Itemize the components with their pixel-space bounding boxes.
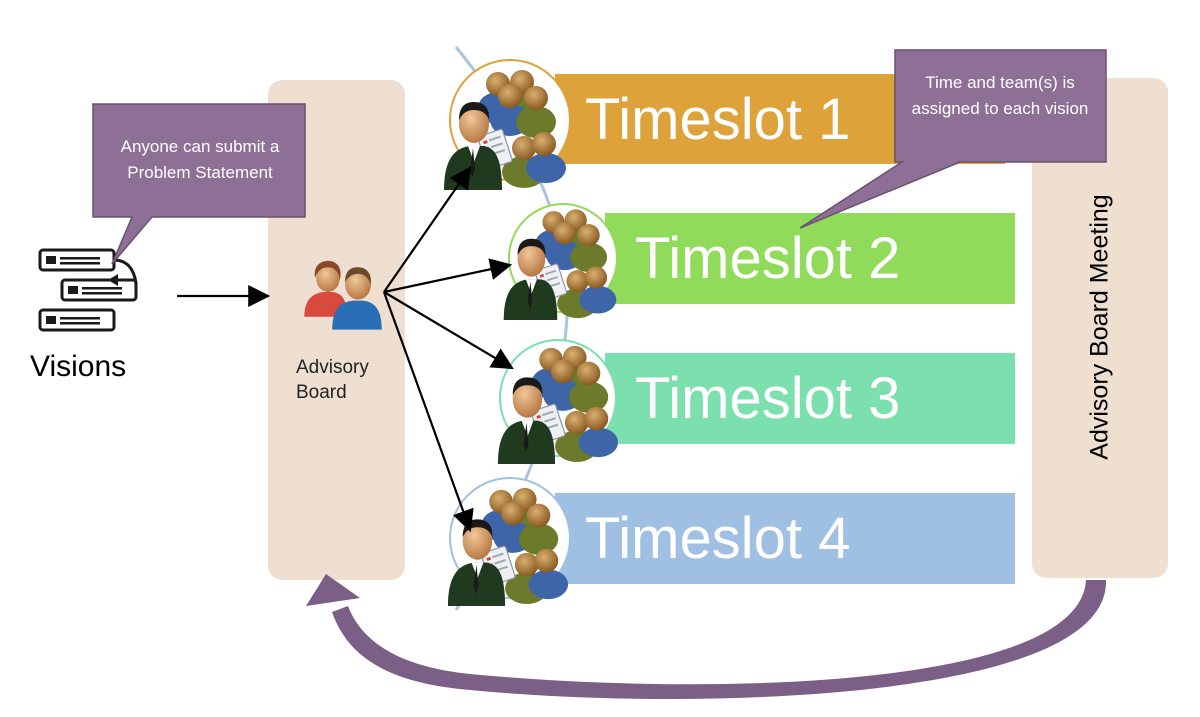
feedback-loop-arrow <box>332 580 1107 699</box>
submit-callout <box>92 103 306 265</box>
advisory-board-meeting-text: Advisory Board Meeting <box>1085 194 1114 460</box>
assign-callout-text: Time and team(s) is assigned to each vis… <box>911 73 1089 118</box>
arrow-to-timeslot-4 <box>382 291 474 533</box>
timeslot-4-label: Timeslot 4 <box>585 506 851 571</box>
arrow-to-timeslot-2 <box>383 258 513 294</box>
timeslot-1-label: Timeslot 1 <box>585 86 851 152</box>
advisory-board-people-icon <box>304 260 382 330</box>
timeslot-2-label: Timeslot 2 <box>635 226 901 291</box>
timeslot-2-bar: Timeslot 2 <box>605 213 1015 304</box>
feedback-loop-arrowhead <box>306 574 360 606</box>
document-list-icon <box>38 248 138 332</box>
arrow-to-timeslot-1 <box>383 166 472 293</box>
submit-callout-text: Anyone can submit a Problem Statement <box>120 137 280 182</box>
timeslot-3-bar: Timeslot 3 <box>605 353 1015 444</box>
timeslot-3-label: Timeslot 3 <box>635 366 901 431</box>
visions-label: Visions <box>30 350 127 383</box>
advisory-board-label: Advisory Board <box>296 357 369 403</box>
timeslot-4-bar: Timeslot 4 <box>555 493 1015 584</box>
assign-callout <box>799 49 1107 229</box>
arrow-to-timeslot-3 <box>383 291 514 370</box>
